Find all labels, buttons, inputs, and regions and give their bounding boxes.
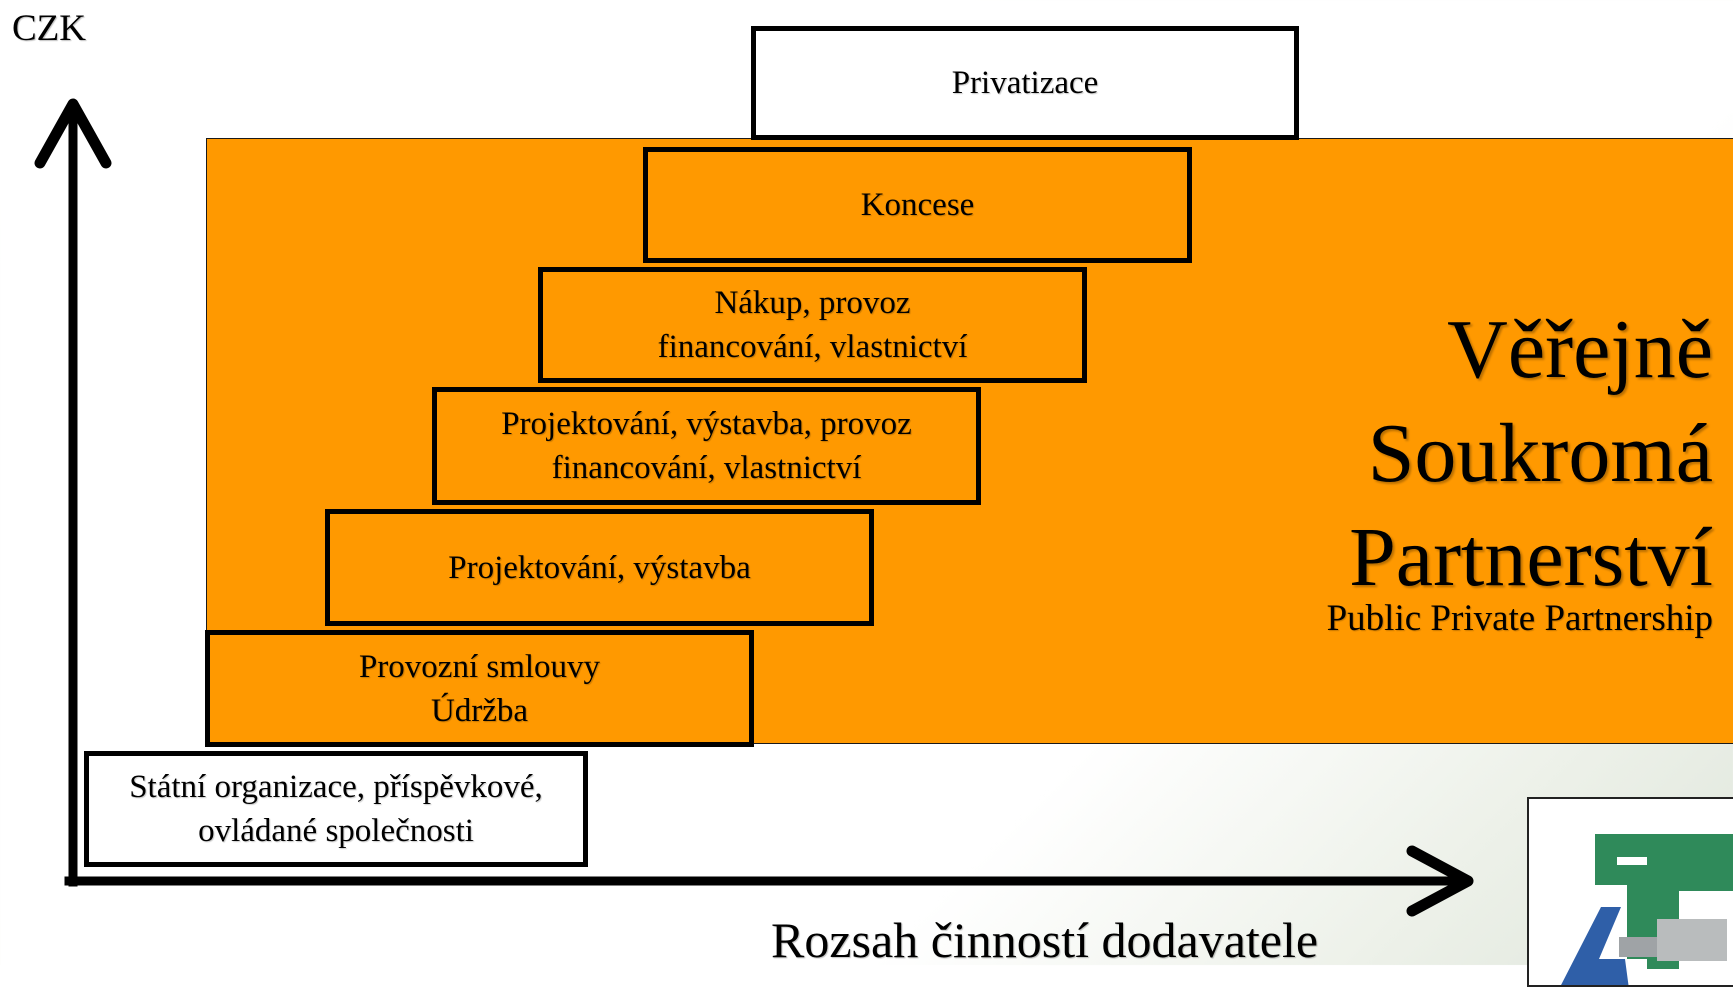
step-label: Koncese [860, 187, 975, 223]
step-label-line2: financování, vlastnictví [551, 450, 862, 486]
ppp-subtitle: Public Private Partnership [1326, 598, 1713, 639]
step-statni-organizace: Státní organizace, příspěvkové, ovládané… [84, 751, 588, 867]
x-axis-arrowhead [1406, 845, 1474, 917]
step-label-line2: ovládané společnosti [198, 813, 474, 849]
y-axis-arrowhead [34, 98, 112, 169]
logo-blue-shape [1561, 907, 1629, 985]
step-label-line1: Nákup, provoz [714, 285, 911, 321]
step-label-line2: financování, vlastnictví [657, 329, 968, 365]
step-provozni-smlouvy: Provozní smlouvy Údržba [205, 630, 754, 747]
step-label-line2: Údržba [430, 692, 529, 729]
step-label-line1: Projektování, výstavba, provoz [501, 406, 912, 442]
step-privatizace: Privatizace [751, 26, 1299, 140]
x-axis-label: Rozsah činností dodavatele [771, 912, 1319, 968]
logo-grey-bar [1619, 937, 1657, 957]
logo-grey-block [1657, 919, 1727, 961]
step-label: Privatizace [951, 65, 1099, 101]
ppp-title: Věřejně Soukromá Partnerství [1349, 298, 1713, 610]
step-koncese: Koncese [643, 147, 1192, 263]
ppp-title-line3: Partnerství [1349, 511, 1713, 604]
ppp-title-line1: Věřejně [1447, 303, 1713, 396]
ppp-logo-icon [1527, 797, 1733, 987]
step-projektovani-vystavba: Projektování, výstavba [325, 509, 874, 626]
y-axis-label: CZK [12, 8, 86, 49]
step-label: Projektování, výstavba [448, 549, 751, 586]
step-nakup-provoz: Nákup, provoz financování, vlastnictví [538, 267, 1087, 383]
step-projektovani-vystavba-provoz: Projektování, výstavba, provoz financová… [432, 387, 981, 505]
ppp-title-line2: Soukromá [1367, 407, 1713, 500]
step-label-line1: Státní organizace, příspěvkové, [129, 769, 543, 805]
step-label-line1: Provozní smlouvy [358, 648, 601, 685]
